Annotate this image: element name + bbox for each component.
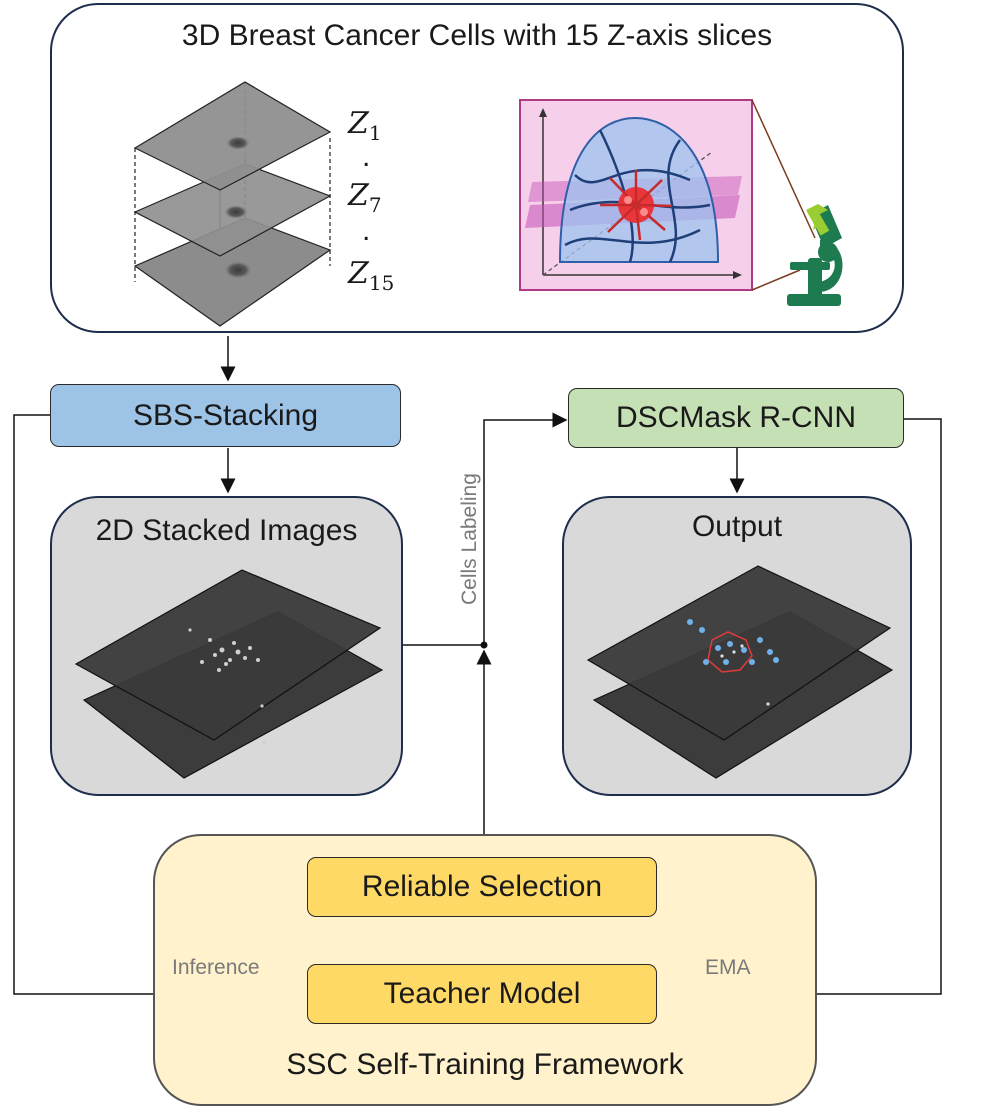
output-title: Output [691, 510, 783, 543]
teacher-model-label: Teacher Model [383, 977, 581, 1010]
slice-ellipsis-1: . [362, 140, 371, 173]
sbs-stacking-label: SBS-Stacking [132, 398, 319, 432]
sbs-stacking-node[interactable]: SBS-Stacking [50, 384, 401, 447]
teacher-model-node[interactable]: Teacher Model [307, 964, 657, 1024]
ema-label: EMA [705, 956, 751, 979]
stacked-images-title: 2D Stacked Images [95, 514, 358, 547]
dscmask-rcnn-node[interactable]: DSCMask R-CNN [568, 388, 904, 448]
slice-z1 [133, 81, 332, 191]
slice-label-z1: Z1 [348, 106, 382, 145]
top-panel-title: 3D Breast Cancer Cells with 15 Z-axis sl… [181, 19, 773, 52]
reliable-selection-node[interactable]: Reliable Selection [307, 857, 657, 917]
reliable-selection-label: Reliable Selection [361, 870, 603, 903]
inference-label: Inference [172, 956, 260, 979]
dscmask-rcnn-label: DSCMask R-CNN [616, 401, 856, 434]
slice-label-z15: Z15 [348, 256, 395, 295]
slice-ellipsis-2: . [362, 214, 371, 247]
ssc-framework-title: SSC Self-Training Framework [286, 1048, 684, 1081]
slice-label-z7: Z7 [348, 178, 382, 217]
